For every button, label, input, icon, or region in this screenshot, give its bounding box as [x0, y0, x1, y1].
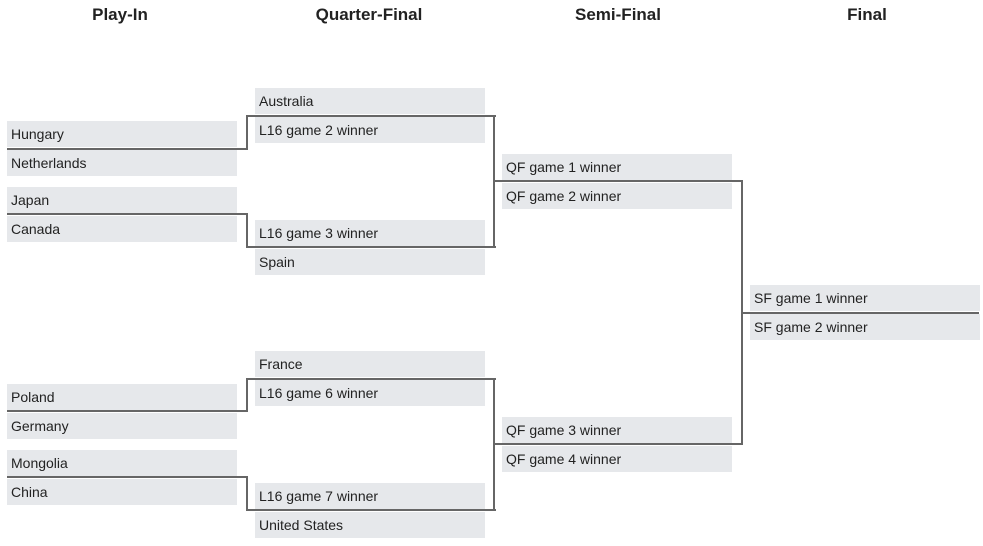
quarter-final-slot: L16 game 7 winner	[255, 483, 485, 509]
quarter-final-slot: United States	[255, 512, 485, 538]
quarter-final-slot: France	[255, 351, 485, 377]
bracket-connector-line	[246, 509, 496, 511]
semi-final-slot: QF game 3 winner	[502, 417, 732, 443]
quarter-final-slot: L16 game 3 winner	[255, 220, 485, 246]
bracket-connector-line	[493, 443, 743, 445]
play-in-slot: China	[7, 479, 237, 505]
quarter-final-slot: Australia	[255, 88, 485, 114]
bracket-connector-line	[246, 115, 496, 117]
match-divider-line	[7, 410, 248, 412]
round-header-quarter-final: Quarter-Final	[315, 5, 423, 24]
play-in-slot: Netherlands	[7, 150, 237, 176]
semi-final-slot: QF game 4 winner	[502, 446, 732, 472]
round-header-final: Final	[847, 5, 887, 24]
bracket-connector-line	[246, 378, 496, 380]
semi-final-slot: QF game 2 winner	[502, 183, 732, 209]
quarter-final-slot: Spain	[255, 249, 485, 275]
play-in-slot: Poland	[7, 384, 237, 410]
bracket-connector-line	[246, 476, 248, 511]
bracket-connector-line	[246, 246, 496, 248]
final-slot: SF game 1 winner	[750, 285, 980, 311]
play-in-slot: Canada	[7, 216, 237, 242]
match-divider-line	[7, 213, 248, 215]
bracket-connector-line	[741, 312, 979, 314]
semi-final-slot: QF game 1 winner	[502, 154, 732, 180]
round-header-play-in: Play-In	[92, 5, 148, 24]
play-in-slot: Mongolia	[7, 450, 237, 476]
quarter-final-slot: L16 game 6 winner	[255, 380, 485, 406]
bracket-connector-line	[246, 378, 248, 412]
match-divider-line	[7, 148, 248, 150]
play-in-slot: Japan	[7, 187, 237, 213]
play-in-slot: Hungary	[7, 121, 237, 147]
bracket-connector-line	[493, 180, 743, 182]
bracket-connector-line	[246, 115, 248, 150]
round-header-semi-final: Semi-Final	[575, 5, 661, 24]
quarter-final-slot: L16 game 2 winner	[255, 117, 485, 143]
match-divider-line	[7, 476, 248, 478]
bracket-connector-line	[246, 213, 248, 248]
play-in-slot: Germany	[7, 413, 237, 439]
final-slot: SF game 2 winner	[750, 314, 980, 340]
